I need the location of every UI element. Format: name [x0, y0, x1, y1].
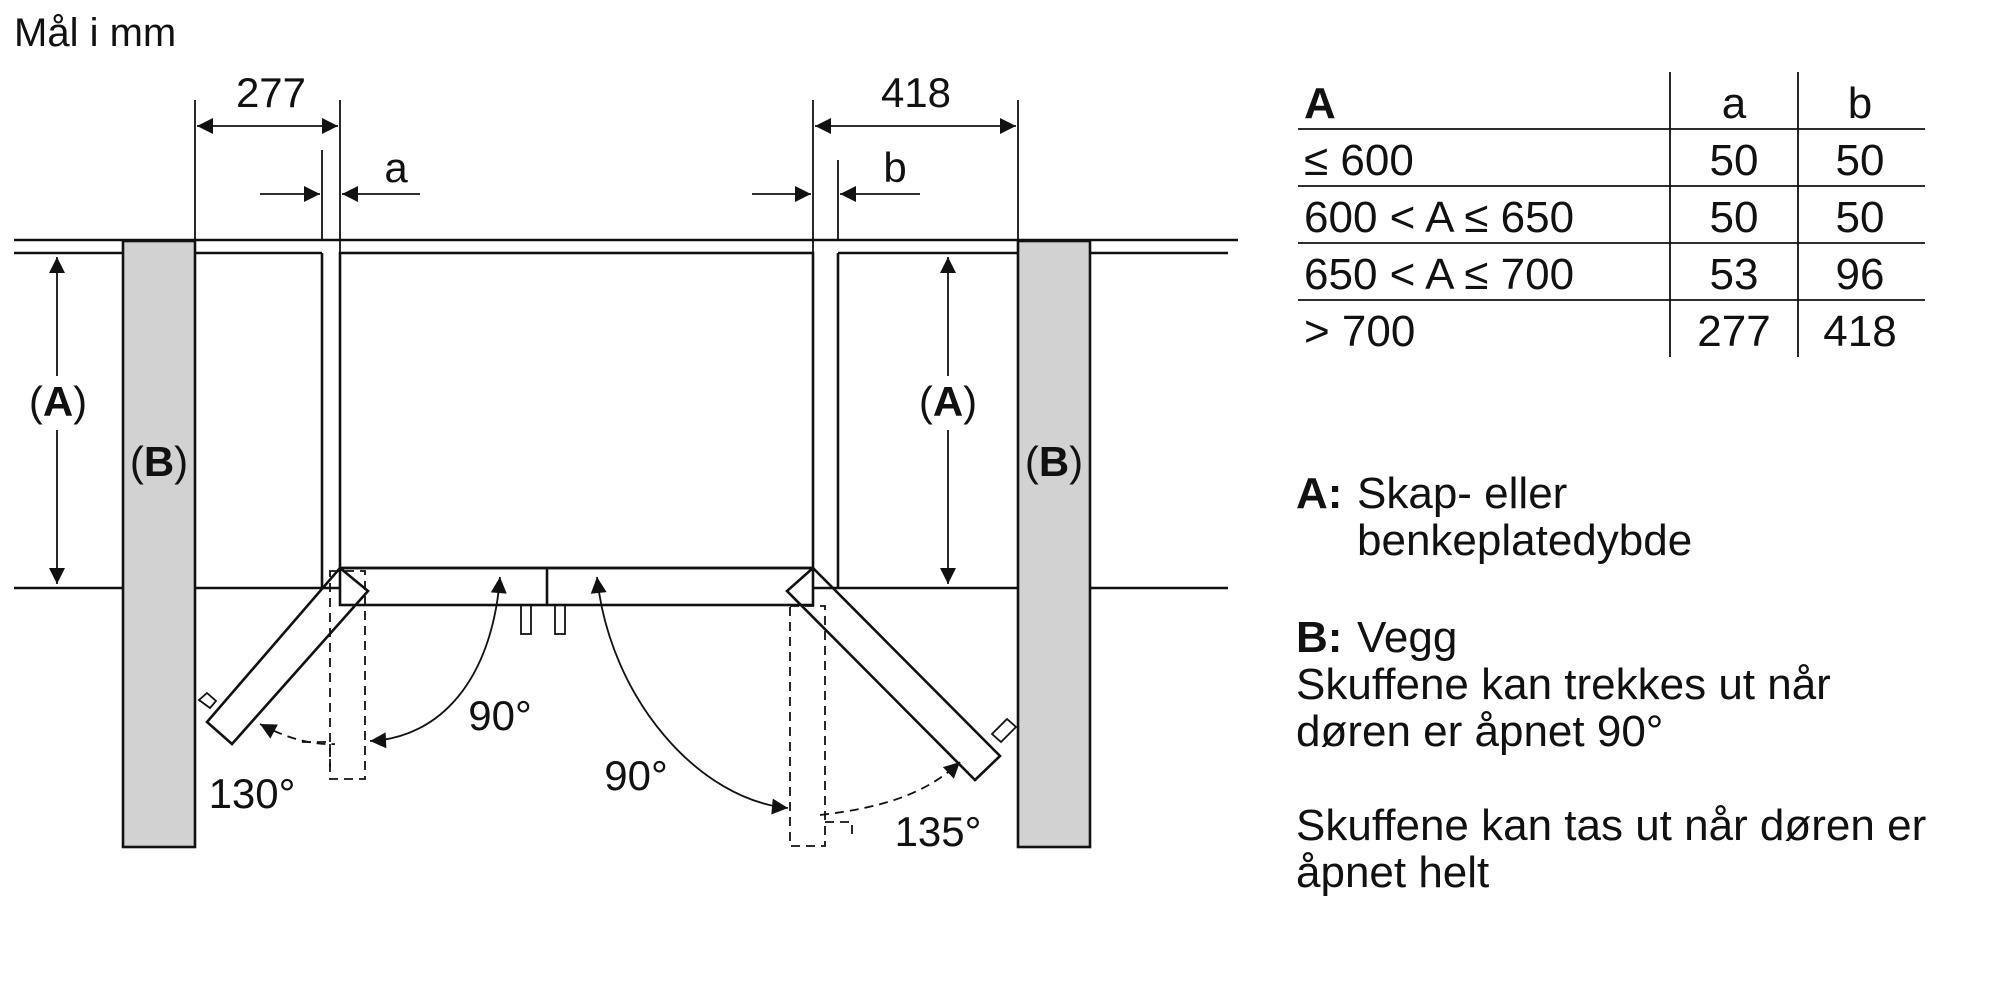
table-cell: > 700 — [1304, 307, 1415, 356]
left-door — [197, 566, 370, 780]
dimension-arrows — [49, 118, 1016, 584]
table-cell: 50 — [1836, 136, 1885, 185]
dimension-277: 277 — [236, 69, 306, 116]
legend-a-line1: Skap- eller — [1357, 469, 1567, 518]
extension-lines — [194, 100, 1019, 240]
swing-arcs — [259, 576, 961, 816]
fridge-body — [338, 240, 815, 635]
table-cell: 96 — [1836, 250, 1885, 299]
legend: A: Skap- eller benkeplatedybde B: Vegg S… — [1296, 469, 1926, 897]
dimension-a: a — [384, 144, 408, 191]
legend-note2-line1: Skuffene kan tas ut når døren er — [1296, 801, 1926, 850]
table-cell: 418 — [1823, 307, 1896, 356]
dimension-418: 418 — [881, 69, 951, 116]
legend-note2-line2: åpnet helt — [1296, 848, 1489, 897]
table-cell: 600 < A ≤ 650 — [1304, 193, 1574, 242]
wall-label-left: (B) — [130, 438, 188, 485]
angle-130: 130° — [209, 770, 296, 817]
cabinet-sides — [320, 253, 840, 588]
table-header-b: b — [1848, 79, 1872, 128]
angle-right-90: 90° — [604, 752, 668, 799]
table-cell: 50 — [1710, 193, 1759, 242]
depth-label-right: (A) — [919, 378, 977, 425]
table-cell: 53 — [1710, 250, 1759, 299]
wall-left — [121, 239, 197, 849]
table-cell: ≤ 600 — [1304, 136, 1414, 185]
dimension-b: b — [883, 144, 906, 191]
wall-right — [1016, 239, 1092, 849]
legend-b-text: Vegg — [1357, 613, 1457, 662]
legend-b-key: B: — [1296, 613, 1342, 662]
page-title: Mål i mm — [14, 11, 176, 55]
legend-a-key: A: — [1296, 469, 1342, 518]
angle-left-90: 90° — [468, 692, 532, 739]
table-cell: 277 — [1697, 307, 1770, 356]
legend-note1-line2: døren er åpnet 90° — [1296, 707, 1663, 756]
table-cell: 650 < A ≤ 700 — [1304, 250, 1574, 299]
table-header-a-upper: A — [1304, 79, 1336, 128]
depth-label-left: (A) — [29, 378, 87, 425]
right-door — [785, 566, 1018, 847]
table-cell: 50 — [1836, 193, 1885, 242]
table-header-a: a — [1722, 79, 1747, 128]
legend-note1-line1: Skuffene kan trekkes ut når — [1296, 660, 1831, 709]
legend-a-line2: benkeplatedybde — [1357, 516, 1692, 565]
table-cell: 50 — [1710, 136, 1759, 185]
dimension-table: A a b ≤ 600 50 50 600 < A ≤ 650 50 50 65… — [1298, 72, 1925, 357]
wall-label-right: (B) — [1025, 438, 1083, 485]
angle-135: 135° — [895, 808, 982, 855]
